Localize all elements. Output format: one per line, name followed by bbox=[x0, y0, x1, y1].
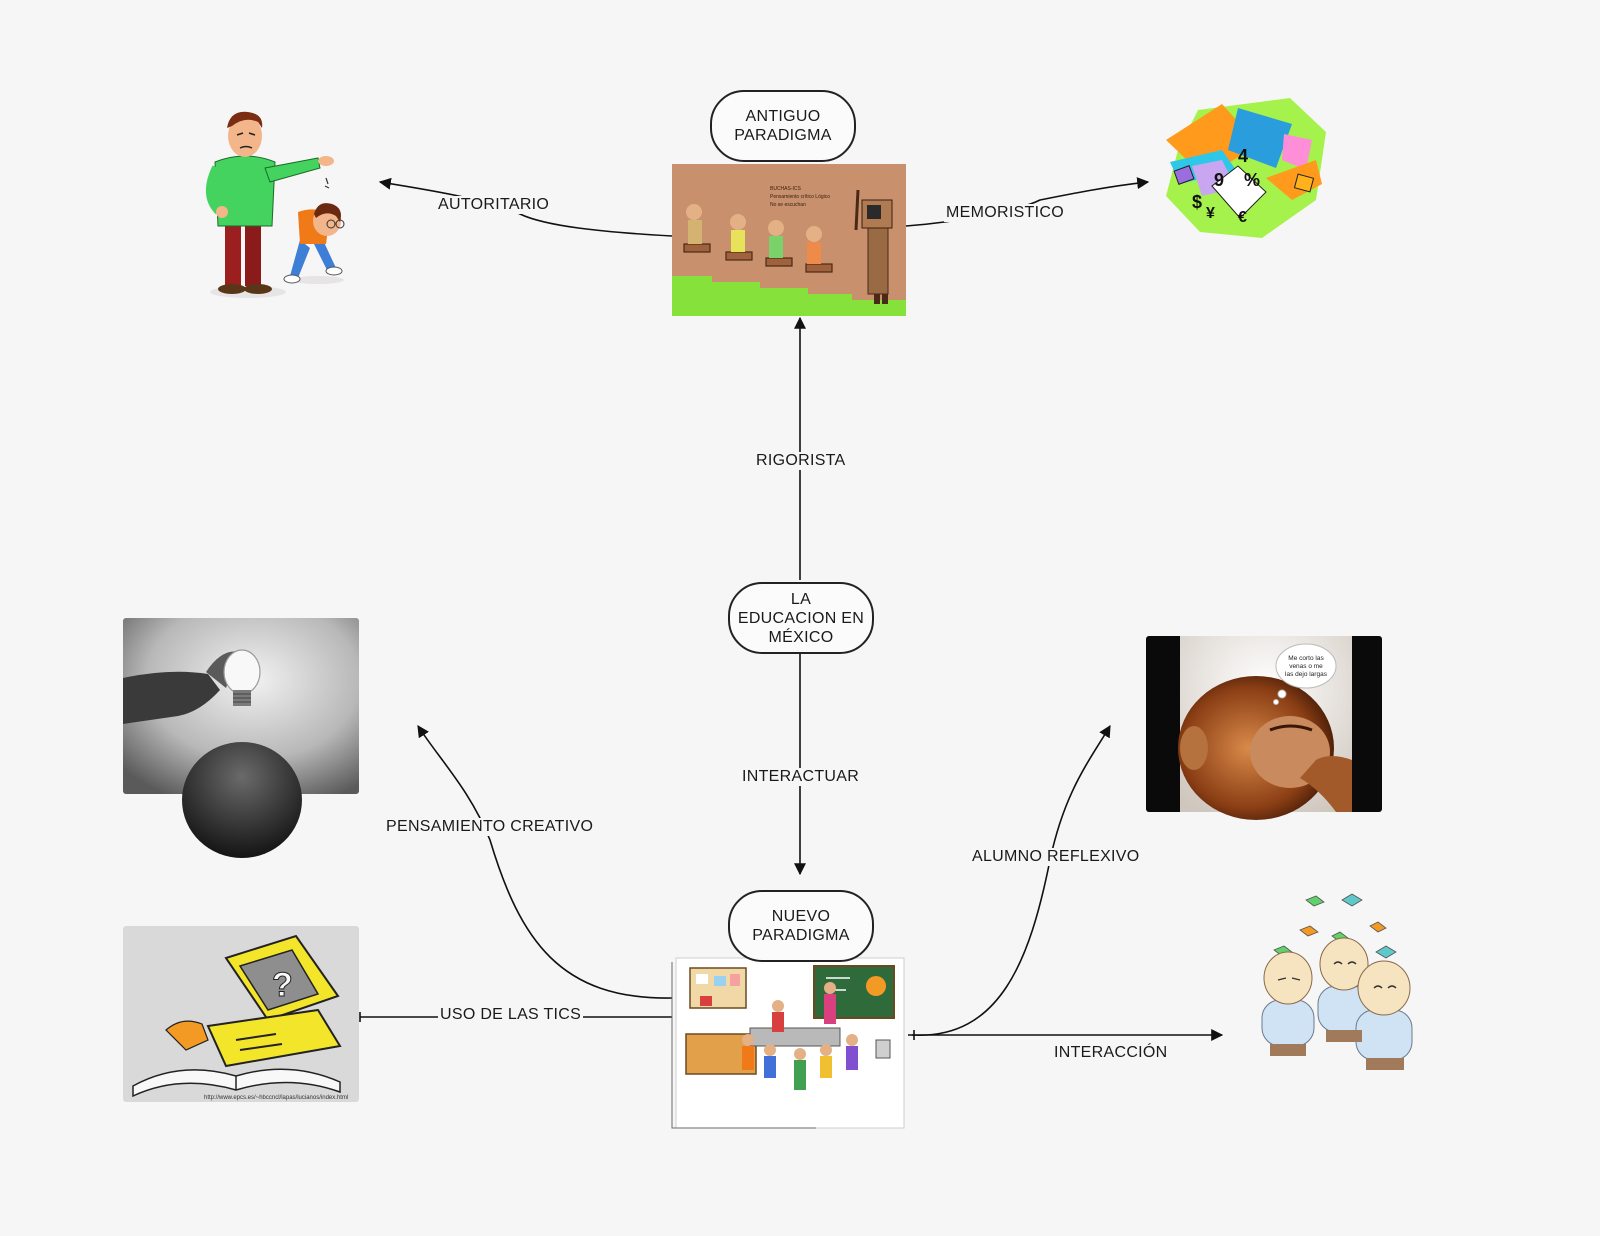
interacting-students-illustration bbox=[1261, 893, 1413, 1070]
node-antiguo-line-1: ANTIGUO bbox=[745, 108, 821, 125]
classroom-board-line-2: Pensamiento crítico Lógico bbox=[770, 194, 830, 200]
node-nuevo-line-2: PARADIGMA bbox=[752, 927, 850, 944]
traditional-classroom-illustration: BUCHAS-ICS Pensamiento crítico Lógico No… bbox=[672, 164, 906, 316]
edge-alumno bbox=[911, 724, 1111, 1036]
node-educacion-mexico[interactable]: LA EDUCACION EN MÉXICO bbox=[728, 582, 874, 654]
symbol-yen: ¥ bbox=[1206, 205, 1215, 222]
edge-label-autoritario: AUTORITARIO bbox=[436, 196, 552, 214]
node-antiguo-line-2: PARADIGMA bbox=[734, 127, 832, 144]
node-centro-line-1: LA bbox=[790, 590, 812, 608]
edge-label-interaccion: INTERACCIÓN bbox=[1052, 1044, 1170, 1062]
edge-label-alumno-reflexivo: ALUMNO REFLEXIVO bbox=[970, 848, 1142, 866]
edge-label-uso-tics: USO DE LAS TICS bbox=[438, 1006, 584, 1024]
classroom-board-line-3: No se escuchan bbox=[770, 202, 806, 208]
symbol-four: 4 bbox=[1238, 146, 1248, 166]
edge-autoritario bbox=[378, 177, 673, 237]
image-url-caption: http://www.epcs.es/~hbccncl/lapas/lucian… bbox=[204, 1095, 348, 1101]
symbol-nine: 9 bbox=[1214, 170, 1224, 190]
memorization-symbols-illustration: 4 9 % $ ¥ € bbox=[1166, 98, 1326, 238]
symbol-percent: % bbox=[1244, 170, 1260, 190]
monkey-thought-line-3: las dejo largas bbox=[1285, 671, 1328, 678]
question-mark-glyph: ? bbox=[272, 966, 293, 1004]
node-nuevo-paradigma[interactable]: NUEVO PARADIGMA bbox=[728, 890, 874, 962]
classroom-board-line-1: BUCHAS-ICS bbox=[770, 186, 802, 192]
lightbulb-idea-photo bbox=[123, 618, 359, 858]
monkey-thought-line-1: Me corto las bbox=[1288, 655, 1324, 662]
edge-label-interactuar: INTERACTUAR bbox=[740, 768, 862, 786]
thinking-monkey-photo: Me corto las venas o me las dejo largas bbox=[1146, 636, 1382, 820]
modern-classroom-illustration bbox=[671, 957, 905, 1129]
computer-with-book-illustration: ? http://www.epcs.es/~hbccncl/lapas/luci… bbox=[123, 926, 359, 1102]
authoritarian-teacher-illustration bbox=[206, 111, 345, 298]
symbol-dollar: $ bbox=[1192, 192, 1202, 212]
node-antiguo-paradigma[interactable]: ANTIGUO PARADIGMA bbox=[710, 90, 856, 162]
monkey-thought-line-2: venas o me bbox=[1289, 663, 1323, 670]
node-nuevo-line-1: NUEVO bbox=[771, 908, 831, 925]
edge-pensamiento bbox=[417, 724, 673, 999]
symbol-euro: € bbox=[1238, 209, 1247, 226]
edge-label-memoristico: MEMORISTICO bbox=[944, 204, 1066, 222]
node-centro-line-3: MÉXICO bbox=[768, 628, 834, 646]
edge-label-pensamiento-creativo: PENSAMIENTO CREATIVO bbox=[384, 818, 596, 836]
node-centro-line-2: EDUCACION EN bbox=[737, 609, 865, 627]
edge-label-rigorista: RIGORISTA bbox=[754, 452, 848, 470]
